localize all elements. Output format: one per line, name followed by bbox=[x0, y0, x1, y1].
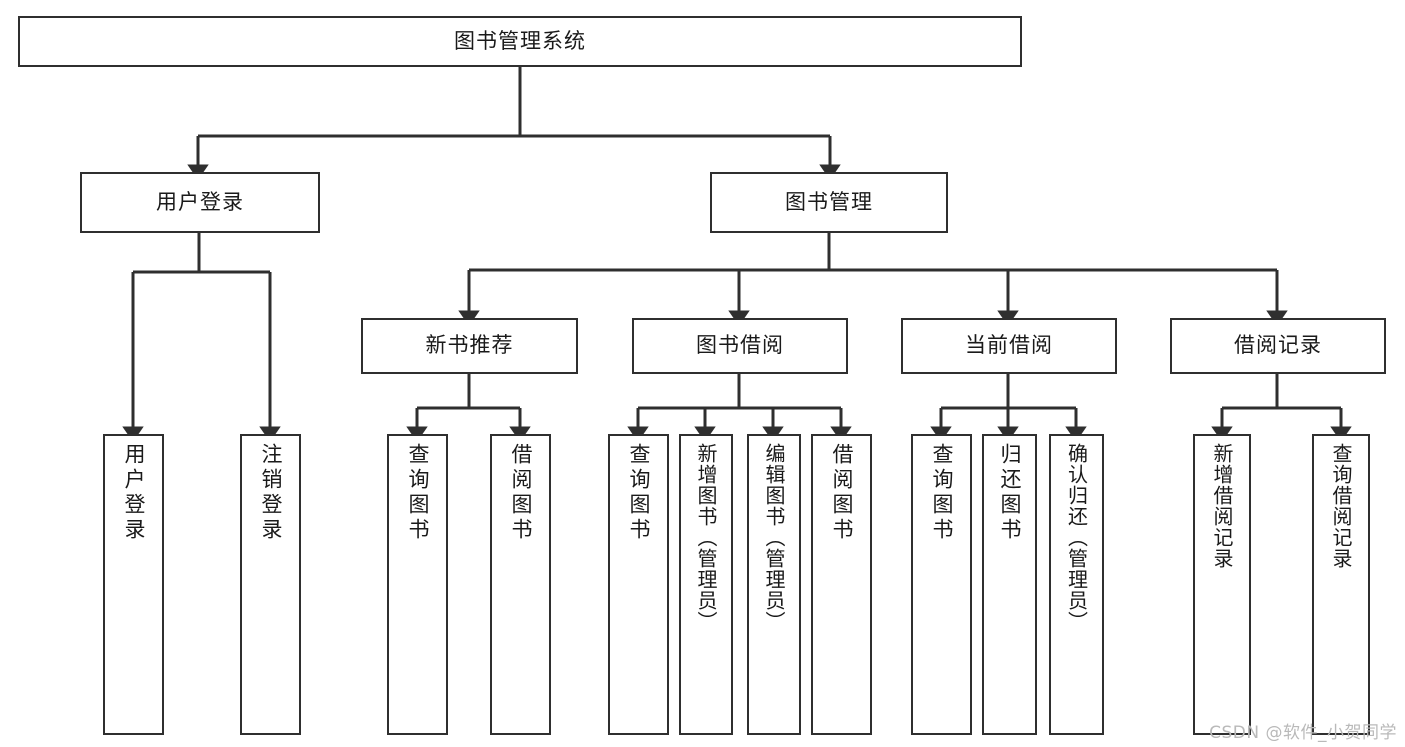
node-root[interactable]: 图书管理系统 bbox=[18, 16, 1022, 67]
leaf-borrow-book-1-label: 借阅图书 bbox=[509, 443, 533, 543]
leaf-query-book-1-label: 查询图书 bbox=[406, 443, 430, 543]
leaf-query-borrow-record[interactable]: 查询借阅记录 bbox=[1312, 434, 1370, 735]
node-book-manage-label: 图书管理 bbox=[785, 189, 873, 214]
node-current-borrow[interactable]: 当前借阅 bbox=[901, 318, 1117, 374]
leaf-query-book-1[interactable]: 查询图书 bbox=[387, 434, 448, 735]
leaf-query-book-2[interactable]: 查询图书 bbox=[608, 434, 669, 735]
leaf-borrow-book-2[interactable]: 借阅图书 bbox=[811, 434, 872, 735]
csdn-watermark: CSDN @软件_小贺同学 bbox=[1209, 723, 1397, 743]
leaf-add-borrow-record[interactable]: 新增借阅记录 bbox=[1193, 434, 1251, 735]
leaf-query-book-3[interactable]: 查询图书 bbox=[911, 434, 972, 735]
leaf-return-book-label: 归还图书 bbox=[998, 443, 1022, 543]
node-new-book-recommend-label: 新书推荐 bbox=[425, 333, 514, 358]
node-book-borrow-label: 图书借阅 bbox=[696, 333, 784, 358]
leaf-return-book[interactable]: 归还图书 bbox=[982, 434, 1037, 735]
leaf-borrow-book-1[interactable]: 借阅图书 bbox=[490, 434, 551, 735]
node-book-borrow[interactable]: 图书借阅 bbox=[632, 318, 848, 374]
node-borrow-record-label: 借阅记录 bbox=[1234, 333, 1322, 358]
leaf-add-book[interactable]: 新增图书（管理员） bbox=[679, 434, 733, 735]
node-root-label: 图书管理系统 bbox=[454, 28, 586, 53]
node-new-book-recommend[interactable]: 新书推荐 bbox=[361, 318, 578, 374]
node-current-borrow-label: 当前借阅 bbox=[965, 333, 1053, 358]
leaf-logout-login[interactable]: 注销登录 bbox=[240, 434, 301, 735]
leaf-user-login-label: 用户登录 bbox=[122, 443, 146, 543]
node-user-login-label: 用户登录 bbox=[156, 189, 244, 214]
leaf-query-borrow-record-label: 查询借阅记录 bbox=[1329, 443, 1353, 569]
node-borrow-record[interactable]: 借阅记录 bbox=[1170, 318, 1386, 374]
leaf-confirm-return-label: 确认归还（管理员） bbox=[1064, 443, 1089, 632]
leaf-query-book-3-label: 查询图书 bbox=[930, 443, 954, 543]
leaf-confirm-return[interactable]: 确认归还（管理员） bbox=[1049, 434, 1104, 735]
leaf-edit-book[interactable]: 编辑图书（管理员） bbox=[747, 434, 801, 735]
leaf-user-login[interactable]: 用户登录 bbox=[103, 434, 164, 735]
leaf-query-book-2-label: 查询图书 bbox=[627, 443, 651, 543]
leaf-logout-login-label: 注销登录 bbox=[259, 443, 283, 543]
node-book-manage[interactable]: 图书管理 bbox=[710, 172, 948, 233]
node-user-login[interactable]: 用户登录 bbox=[80, 172, 320, 233]
leaf-add-book-label: 新增图书（管理员） bbox=[694, 443, 718, 632]
leaf-add-borrow-record-label: 新增借阅记录 bbox=[1210, 443, 1234, 569]
leaf-borrow-book-2-label: 借阅图书 bbox=[830, 443, 854, 543]
leaf-edit-book-label: 编辑图书（管理员） bbox=[762, 443, 786, 632]
